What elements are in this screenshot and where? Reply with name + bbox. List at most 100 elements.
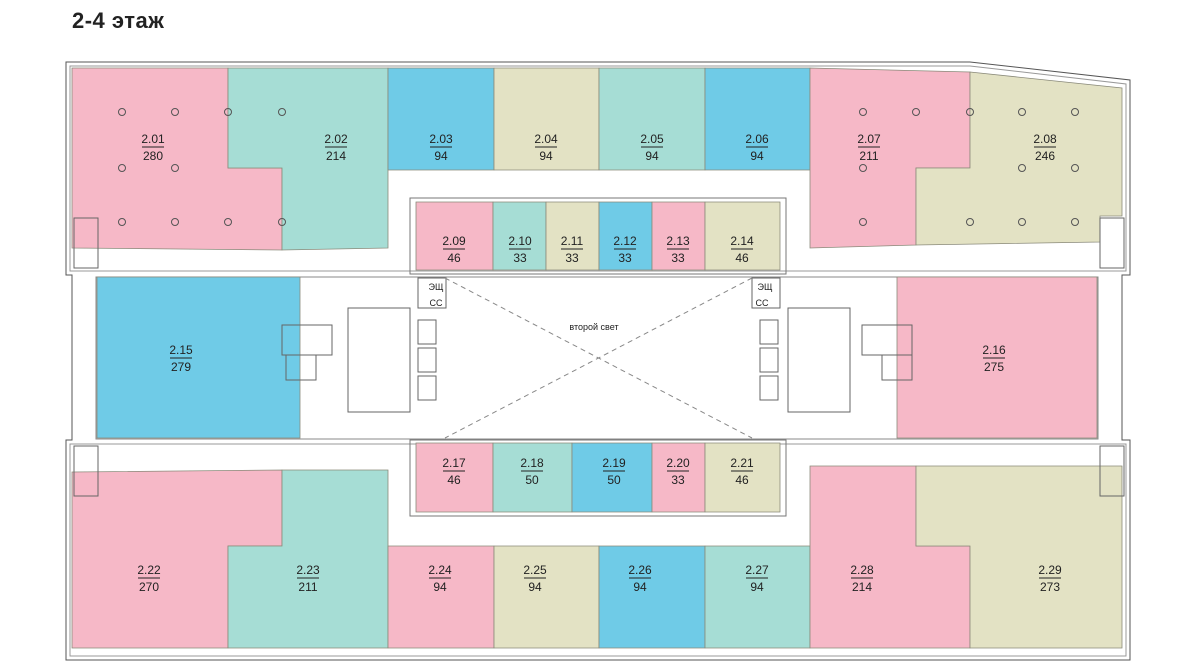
- void-diagonal: [444, 277, 753, 439]
- room-area: 50: [607, 473, 621, 487]
- column-icon: [1018, 218, 1026, 226]
- room-number: 2.22: [137, 563, 161, 577]
- column-icon: [859, 164, 867, 172]
- column-icon: [966, 218, 974, 226]
- column-icon: [912, 108, 920, 116]
- room-2-12[interactable]: 2.12 33: [598, 201, 653, 271]
- column-icon: [224, 218, 232, 226]
- room-number: 2.29: [1038, 563, 1062, 577]
- room-area: 270: [139, 580, 159, 594]
- room-number: 2.05: [640, 132, 664, 146]
- column-icon: [278, 218, 286, 226]
- service-room: [751, 277, 781, 309]
- room-area-fill[interactable]: [704, 545, 811, 649]
- room-area: 246: [1035, 149, 1055, 163]
- room-area-fill[interactable]: [96, 276, 301, 439]
- room-area-fill[interactable]: [704, 201, 781, 271]
- elevator-icon: [417, 319, 437, 345]
- room-2-26[interactable]: 2.26 94: [598, 545, 706, 649]
- column-icon: [224, 108, 232, 116]
- room-area-fill[interactable]: [387, 545, 495, 649]
- room-area: 280: [143, 149, 163, 163]
- room-number: 2.08: [1033, 132, 1057, 146]
- room-number: 2.26: [628, 563, 652, 577]
- room-2-06[interactable]: 2.06 94: [704, 67, 811, 171]
- room-area: 33: [618, 251, 632, 265]
- room-area: 94: [633, 580, 647, 594]
- room-area: 211: [298, 580, 317, 594]
- column-icon: [118, 108, 126, 116]
- room-area-fill[interactable]: [227, 469, 389, 649]
- room-2-19[interactable]: 2.19 50: [571, 442, 653, 513]
- room-number: 2.06: [745, 132, 769, 146]
- cores: [73, 217, 1125, 497]
- cc-label-right: СС: [756, 298, 769, 308]
- room-area: 94: [750, 149, 764, 163]
- second-light-label: второй свет: [569, 322, 618, 332]
- room-number: 2.12: [613, 234, 637, 248]
- room-2-24[interactable]: 2.24 94: [387, 545, 495, 649]
- room-area: 46: [447, 251, 461, 265]
- room-area-fill[interactable]: [704, 442, 781, 513]
- panel-label-right: ЭЩ: [758, 282, 773, 292]
- room-number: 2.03: [429, 132, 453, 146]
- elevator-icon: [417, 347, 437, 373]
- room-2-01[interactable]: 2.01 280: [71, 67, 283, 251]
- elevator-icon: [759, 375, 779, 401]
- room-2-05[interactable]: 2.05 94: [598, 67, 706, 171]
- room-number: 2.04: [534, 132, 558, 146]
- room-area-fill[interactable]: [493, 545, 600, 649]
- stair-icon: [1099, 445, 1125, 497]
- room-number: 2.07: [857, 132, 881, 146]
- panel-label-left: ЭЩ: [429, 282, 444, 292]
- column-icon: [171, 108, 179, 116]
- room-number: 2.14: [730, 234, 754, 248]
- room-area-fill[interactable]: [598, 545, 706, 649]
- room-number: 2.24: [428, 563, 452, 577]
- room-area: 50: [525, 473, 539, 487]
- room-number: 2.21: [730, 456, 754, 470]
- room-area: 275: [984, 360, 1004, 374]
- column-icon: [118, 164, 126, 172]
- room-area: 279: [171, 360, 191, 374]
- room-2-15[interactable]: 2.15 279: [96, 276, 301, 439]
- room-area: 33: [513, 251, 527, 265]
- room-number: 2.27: [745, 563, 769, 577]
- room-number: 2.15: [169, 343, 193, 357]
- rooms-layer: 2.012802.022142.03942.04942.05942.06942.…: [71, 67, 1123, 649]
- room-number: 2.19: [602, 456, 626, 470]
- elevator-icon: [417, 375, 437, 401]
- page-title: 2-4 этаж: [72, 8, 165, 33]
- room-area-fill[interactable]: [915, 465, 1123, 649]
- room-number: 2.25: [523, 563, 547, 577]
- room-area: 94: [433, 580, 447, 594]
- lift-icon: [285, 354, 317, 381]
- room-number: 2.01: [141, 132, 165, 146]
- room-number: 2.28: [850, 563, 874, 577]
- void-label-bg: [555, 318, 633, 334]
- room-number: 2.13: [666, 234, 690, 248]
- room-area: 214: [326, 149, 346, 163]
- column-icon: [278, 108, 286, 116]
- stair-icon: [73, 445, 99, 497]
- second-light-void: второй свет ЭЩ СС ЭЩ СС: [429, 277, 773, 439]
- stair-icon: [73, 217, 99, 269]
- room-area: 94: [645, 149, 659, 163]
